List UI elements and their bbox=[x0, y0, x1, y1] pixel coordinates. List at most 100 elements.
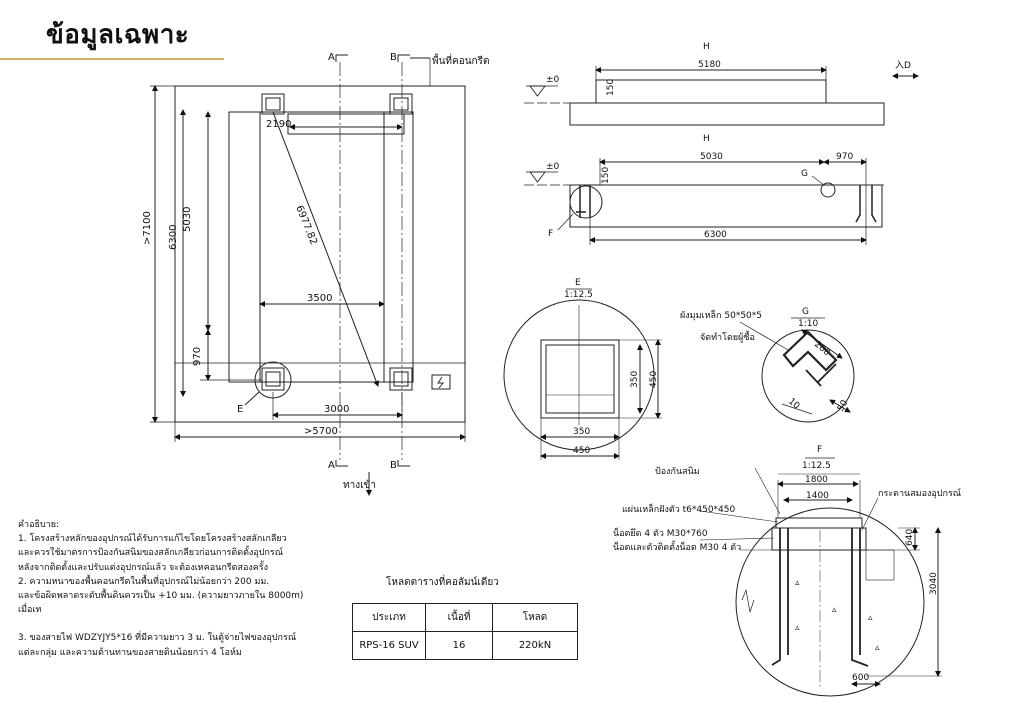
detail-g-labels: G 1:10 ผังมุมเหล็ก 50*50*5 จัดทำโดยผู้ซื… bbox=[680, 307, 850, 414]
detail-f-name: F bbox=[817, 445, 822, 455]
detail-g-note-angle: ผังมุมเหล็ก 50*50*5 bbox=[680, 308, 762, 321]
section-top-arrow-label: 入D bbox=[895, 60, 911, 71]
section-mid-5030: 5030 bbox=[700, 152, 723, 162]
note-spacer bbox=[18, 617, 348, 631]
svg-text:▵: ▵ bbox=[795, 623, 800, 633]
section-top-5180: 5180 bbox=[698, 60, 721, 70]
dim-diagonal: 6977.82 bbox=[293, 204, 319, 246]
detail-f-640: 640 bbox=[905, 529, 915, 546]
dim-6300: 6300 bbox=[168, 225, 179, 250]
base-plate-bottom-right bbox=[389, 367, 413, 391]
section-mid-h: H bbox=[703, 134, 710, 144]
notes-block: คำอธิบาย: 1. โครงสร้างหลักของอุปกรณ์ได้ร… bbox=[18, 518, 348, 660]
dim-3000: 3000 bbox=[324, 404, 349, 415]
detail-f-scale: 1:12.5 bbox=[802, 461, 831, 471]
concrete-area-label: พื้นที่คอนกรีต bbox=[432, 53, 489, 67]
plan-labels: 2190 5030 6300 >7100 6977.82 3500 970 30… bbox=[142, 52, 489, 491]
load-table-cell-load: 220kN bbox=[492, 631, 578, 660]
dim-5700: >5700 bbox=[304, 426, 338, 437]
section-b-bottom: B bbox=[390, 460, 397, 471]
detail-e-350-horizontal: 350 bbox=[573, 427, 590, 437]
dim-7100: >7100 bbox=[142, 211, 153, 245]
section-b-top: B bbox=[390, 52, 397, 63]
plan-view bbox=[150, 54, 466, 496]
detail-g-name: G bbox=[802, 307, 809, 317]
section-a-top: A bbox=[328, 52, 335, 63]
section-a-bottom: A bbox=[328, 460, 335, 471]
section-mid-970: 970 bbox=[836, 152, 853, 162]
detail-f-label-bolt: น็อตยึด 4 ตัว M30*760 bbox=[613, 526, 708, 539]
electrical-box-icon bbox=[431, 374, 451, 390]
note-line-2: และควรใช้มาตรการป้องกันสนิมของสลักเกลียว… bbox=[18, 548, 284, 559]
detail-f-600: 600 bbox=[852, 673, 869, 683]
dim-3500: 3500 bbox=[307, 293, 332, 304]
detail-e bbox=[503, 288, 662, 460]
detail-f-label-nuts: น็อตและตัวติดตั้งน็อต M30 4 ตัว bbox=[613, 540, 741, 553]
detail-f-label-rustproof: ป้องกันสนิม bbox=[655, 466, 700, 477]
note-line-7: 3. ของสายไฟ WDZYJY5*16 ที่มีความยาว 3 ม.… bbox=[18, 633, 297, 644]
load-table-title: โหลดตารางที่คอลัมน์เดียว bbox=[386, 577, 499, 588]
section-top-labels: H ±0 150 5180 入D bbox=[546, 42, 911, 96]
detail-e-labels: E 1:12.5 350 450 350 450 bbox=[564, 278, 659, 456]
title-underline bbox=[0, 58, 224, 60]
detail-f-1800: 1800 bbox=[805, 475, 828, 485]
diagonal-dimension-line bbox=[272, 111, 380, 387]
load-table-cell-type: RPS-16 SUV bbox=[352, 631, 426, 660]
detail-g-200: 200 bbox=[812, 340, 832, 359]
section-top bbox=[524, 66, 919, 126]
load-table-header-type: ประเภท bbox=[352, 603, 426, 632]
section-mid-level: ±0 bbox=[546, 162, 560, 172]
section-mid-f: F bbox=[548, 229, 553, 239]
base-plate-top-right bbox=[389, 93, 413, 115]
notes-header: คำอธิบาย: bbox=[18, 520, 60, 530]
note-line-5: และข้อผิดพลาดระดับพื้นดินควรเป็น +10 มม.… bbox=[18, 591, 304, 602]
note-line-4: 2. ความหนาของพื้นคอนกรีตในพื้นที่อุปกรณ์… bbox=[18, 576, 270, 587]
detail-e-name: E bbox=[575, 278, 581, 288]
note-line-6: เมื่อเท bbox=[18, 605, 42, 616]
note-line-3: หลังจากติดตั้งและปรับแต่งอุปกรณ์แล้ว จะต… bbox=[18, 562, 268, 573]
load-table-header-load: โหลด bbox=[492, 603, 578, 632]
load-table: ประเภท เนื้อที่ โหลด RPS-16 SUV 16 220kN bbox=[352, 603, 578, 660]
svg-text:▵: ▵ bbox=[875, 643, 880, 653]
base-plate-top-left bbox=[261, 93, 285, 115]
detail-e-350-vertical: 350 bbox=[630, 371, 640, 388]
section-mid-150: 150 bbox=[601, 167, 611, 184]
table-row: RPS-16 SUV 16 220kN bbox=[352, 631, 578, 660]
base-plate-bottom-left bbox=[261, 367, 285, 391]
detail-f-1400: 1400 bbox=[806, 491, 829, 501]
page-title: ข้อมูลเฉพาะ bbox=[46, 20, 190, 50]
detail-g-note-buyer: จัดทำโดยผู้ซื้อ bbox=[700, 330, 755, 343]
equipment-outline bbox=[228, 111, 414, 383]
dim-5030: 5030 bbox=[182, 207, 193, 232]
detail-e-label: E bbox=[237, 404, 243, 415]
detail-f: ▵ ▵ ▵ ▵ ▵ bbox=[699, 457, 942, 697]
section-mid-g: G bbox=[801, 169, 808, 179]
section-top-h: H bbox=[703, 42, 710, 52]
section-top-150: 150 bbox=[606, 79, 616, 96]
svg-text:▵: ▵ bbox=[868, 613, 873, 623]
detail-e-scale: 1:12.5 bbox=[564, 290, 593, 300]
detail-g bbox=[739, 317, 855, 423]
detail-f-3040: 3040 bbox=[929, 572, 939, 595]
dim-2190: 2190 bbox=[266, 119, 291, 130]
detail-f-label-plate: แผ่นเหล็กฝังตัว t6*450*450 bbox=[622, 502, 736, 515]
note-line-8: แต่ละกลุ่ม และความต้านทานของสายดินน้อยกว… bbox=[18, 647, 242, 658]
detail-f-labels: F 1:12.5 1800 1400 640 3040 600 ป้องกันส… bbox=[613, 445, 961, 683]
dim-2190-box bbox=[287, 113, 405, 135]
section-mid-6300: 6300 bbox=[704, 230, 727, 240]
concrete-area-outline bbox=[174, 85, 466, 423]
dim-970: 970 bbox=[192, 347, 203, 366]
svg-text:▵: ▵ bbox=[795, 578, 800, 588]
detail-f-label-beam: กระดานสมองอุปกรณ์ bbox=[878, 487, 961, 499]
section-middle bbox=[524, 158, 884, 245]
load-table-cell-area: 16 bbox=[425, 631, 493, 660]
entrance-label: ทางเข้า bbox=[343, 479, 376, 491]
load-table-header-area: เนื้อที่ bbox=[425, 603, 493, 632]
svg-text:▵: ▵ bbox=[832, 605, 837, 615]
table-row: ประเภท เนื้อที่ โหลด bbox=[352, 603, 578, 632]
section-middle-labels: H ±0 150 5030 970 6300 G F bbox=[546, 134, 853, 240]
detail-e-450-horizontal: 450 bbox=[573, 446, 590, 456]
section-top-level: ±0 bbox=[546, 75, 560, 85]
note-line-1: 1. โครงสร้างหลักของอุปกรณ์ได้รับการแก้ไข… bbox=[18, 534, 287, 545]
